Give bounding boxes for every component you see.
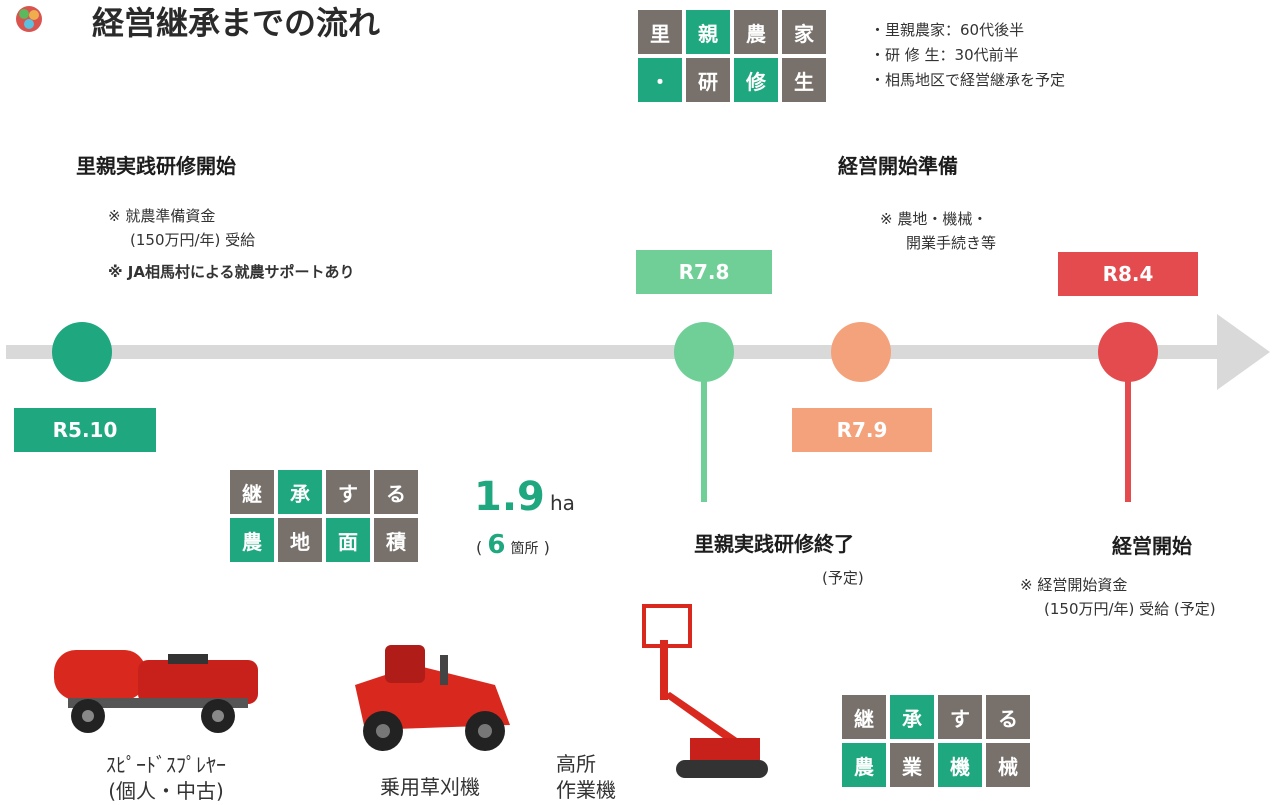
logo-icon (16, 6, 42, 32)
farmland-count: ( 6 箇所 ) (476, 530, 550, 560)
tile: 農 (734, 10, 778, 54)
tile: 面 (326, 518, 370, 562)
count-unit: 箇所 (510, 541, 539, 557)
tile: 継 (230, 470, 274, 514)
paren: ( (476, 538, 483, 557)
stem-training-end (701, 352, 707, 502)
tile: 親 (686, 10, 730, 54)
node-start (52, 322, 112, 382)
tile: 承 (890, 695, 934, 739)
note-line: 開業手続き等 (906, 234, 997, 252)
profile-note: ・里親農家：60代後半 (870, 21, 1025, 39)
tile: る (986, 695, 1030, 739)
caption-line: 作業機 (556, 778, 616, 802)
date-r7-8: R7.8 (636, 250, 772, 294)
note-line: ※ JA相馬村による就農サポートあり (108, 263, 355, 281)
date-r7-9: R7.9 (792, 408, 932, 452)
tile: 械 (986, 743, 1030, 787)
milestone-prep-notes: ※ 農地・機械・ 開業手続き等 (880, 207, 996, 255)
timeline-bar (6, 345, 1222, 359)
machine-caption-speed-sprayer: ｽﾋﾟｰﾄﾞｽﾌﾟﾚﾔｰ (個人・中古) (76, 752, 256, 804)
note-line: (150万円/年) 受給 (予定) (1044, 600, 1216, 618)
machine-caption-mower: 乗用草刈機 (355, 774, 505, 800)
milestone-training-end-sub: (予定) (822, 569, 864, 587)
milestone-prep-title: 経営開始準備 (838, 154, 958, 178)
machinery-tiles: 継 承 す る 農 業 機 械 (842, 695, 1030, 787)
node-launch (1098, 322, 1158, 382)
node-training-end (674, 322, 734, 382)
caption-line: (個人・中古) (108, 779, 224, 803)
milestone-launch-notes: ※ 経営開始資金 (150万円/年) 受給 (予定) (1020, 573, 1216, 621)
profile-note: ・相馬地区で経営継承を予定 (870, 71, 1066, 89)
node-prep (831, 322, 891, 382)
milestone-launch-title: 経営開始 (1112, 534, 1192, 558)
area-value: 1.9 (474, 474, 545, 520)
caption-line: 高所 (556, 752, 596, 776)
tile: 継 (842, 695, 886, 739)
tile: る (374, 470, 418, 514)
tile: 承 (278, 470, 322, 514)
page-title: 経営継承までの流れ (92, 4, 381, 42)
date-r8-4: R8.4 (1058, 252, 1198, 296)
tile: 研 (686, 58, 730, 102)
tile: す (326, 470, 370, 514)
tile: 業 (890, 743, 934, 787)
farmland-tiles: 継 承 す る 農 地 面 積 (230, 470, 418, 562)
profile-note: ・研 修 生：30代前半 (870, 46, 1019, 64)
farmland-area: 1.9 ha (474, 474, 575, 520)
stem-launch (1125, 352, 1131, 502)
tile: 農 (842, 743, 886, 787)
tile: ・ (638, 58, 682, 102)
caption-line: ｽﾋﾟｰﾄﾞｽﾌﾟﾚﾔｰ (106, 753, 226, 777)
paren: ) (543, 538, 550, 557)
caption-line: 乗用草刈機 (380, 775, 480, 799)
milestone-start-title: 里親実践研修開始 (76, 154, 236, 178)
tile: 地 (278, 518, 322, 562)
riding-mower-image (355, 645, 510, 751)
speed-sprayer-image (54, 650, 258, 733)
tile: 積 (374, 518, 418, 562)
note-line: ※ 就農準備資金 (108, 207, 216, 225)
profile-notes: ・里親農家：60代後半 ・研 修 生：30代前半 ・相馬地区で経営継承を予定 (870, 18, 1065, 93)
tile: 里 (638, 10, 682, 54)
count-value: 6 (487, 530, 506, 560)
tile: 家 (782, 10, 826, 54)
tile: 機 (938, 743, 982, 787)
timeline-arrow (1217, 314, 1270, 390)
tile: す (938, 695, 982, 739)
tile: 農 (230, 518, 274, 562)
tile: 修 (734, 58, 778, 102)
area-unit: ha (549, 491, 575, 515)
note-line: (150万円/年) 受給 (130, 231, 256, 249)
milestone-start-notes: ※ 就農準備資金 (150万円/年) 受給 ※ JA相馬村による就農サポートあり (108, 204, 355, 284)
machine-caption-aerial-platform: 高所 作業機 (556, 751, 642, 803)
note-line: ※ 農地・機械・ (880, 210, 988, 228)
milestone-training-end-title: 里親実践研修終了 (694, 532, 854, 556)
timeline (6, 314, 1270, 502)
profile-tiles: 里 親 農 家 ・ 研 修 生 (638, 10, 826, 102)
date-r5-10: R5.10 (14, 408, 156, 452)
tile: 生 (782, 58, 826, 102)
aerial-work-platform-image (642, 604, 768, 778)
note-line: ※ 経営開始資金 (1020, 576, 1128, 594)
